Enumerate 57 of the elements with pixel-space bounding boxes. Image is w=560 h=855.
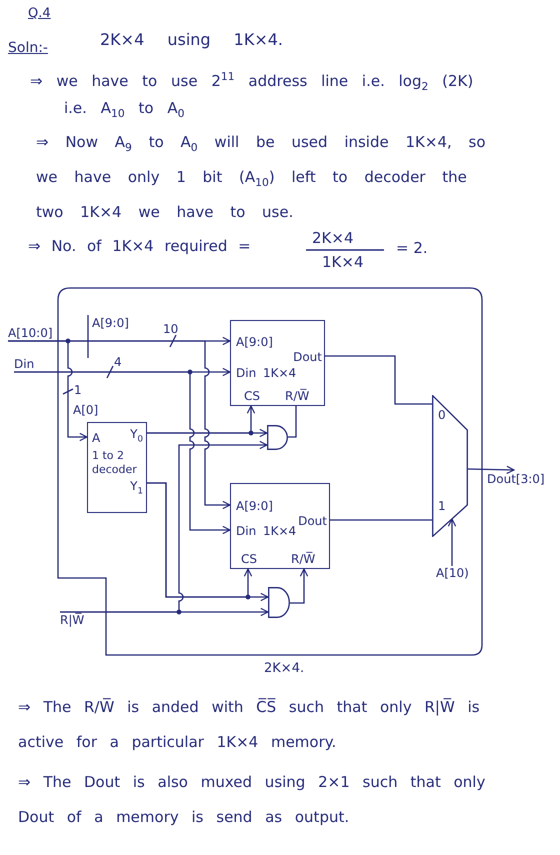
signal-label: Din: [14, 357, 40, 372]
connector: [448, 518, 456, 566]
bus-width-label: 4: [114, 355, 122, 369]
port-label: R/W̅: [291, 552, 316, 566]
and-gate: [267, 425, 288, 450]
explanation-text: ⇒ The R/W̅ is anded with C̅S̅ such that only R|W̅ is active for a particular 1K×4 memory.: [18, 697, 481, 753]
connector: [325, 355, 432, 405]
memory-size-label: 1K×4: [263, 366, 296, 380]
decoder-block: [87, 422, 147, 513]
bus-width-label: 1: [74, 383, 82, 397]
explanation-text: ⇒ The Dout is also muxed using 2×1 such that only Dout of a memory is send as output.: [18, 772, 486, 828]
memory-block: [230, 320, 325, 406]
explanation-text: ⇒ Now A$_{9}$ to A$_{0}$ will be used inside 1K×4, so we have only 1 bit (A$_{10}$) left to decoder the two 1K×4 we have to use.: [36, 132, 487, 223]
connector: [288, 406, 297, 438]
solution-heading: Soln:-: [8, 40, 48, 57]
mux-input-label: 1: [438, 499, 446, 513]
port-label: Y$_{1}$: [130, 479, 143, 493]
memory-block: [230, 483, 330, 569]
port-label: Din: [236, 524, 256, 538]
module-label: 2K×4.: [264, 662, 304, 676]
connector: [468, 466, 515, 474]
port-label: Dout: [298, 514, 327, 528]
port-label: Dout: [293, 350, 322, 364]
port-label: CS: [244, 389, 260, 403]
connector: [147, 482, 269, 602]
signal-label: A[10): [436, 566, 472, 581]
connector: [8, 340, 88, 442]
connector: [147, 428, 268, 438]
and-gate: [268, 587, 290, 618]
connector: [290, 568, 308, 604]
decoder-name: 1 to 2 decoder: [92, 449, 138, 477]
fraction-denominator: 1K×4: [322, 252, 364, 272]
port-label: Y$_{0}$: [130, 427, 143, 441]
question-number: Q.4: [28, 6, 51, 22]
mux-input-label: 0: [438, 408, 446, 422]
bus-width-label: 10: [163, 322, 178, 336]
equation-result: = 2.: [396, 238, 428, 258]
port-label: R/W̅: [285, 389, 310, 403]
port-label: A: [92, 431, 100, 445]
memory-size-label: 1K×4: [263, 524, 296, 538]
fraction-numerator: 2K×4: [312, 228, 354, 248]
bus-label: A[9:0]: [92, 316, 129, 331]
connector: [330, 519, 432, 521]
signal-label: R|W̅: [60, 612, 96, 628]
connector: [60, 608, 269, 616]
port-label: CS: [241, 552, 257, 566]
multiplexer: [432, 395, 468, 537]
bus-label: A[0]: [73, 403, 98, 418]
explanation-text: ⇒ we have to use 2$^{11}$ address line i.e. log$_{2}$ (2K) i.e. A$_{10}$ to A$_{0}$: [30, 69, 474, 122]
port-label: Din: [236, 366, 256, 380]
connector: [14, 371, 231, 534]
equation-text: ⇒ No. of 1K×4 required =: [28, 236, 251, 256]
signal-label: A[10:0]: [8, 326, 54, 341]
title: 2K×4 using 1K×4.: [100, 30, 283, 50]
port-label: A[9:0]: [236, 499, 273, 513]
signal-label: Dout[3:0]: [487, 472, 547, 487]
port-label: A[9:0]: [236, 335, 273, 349]
